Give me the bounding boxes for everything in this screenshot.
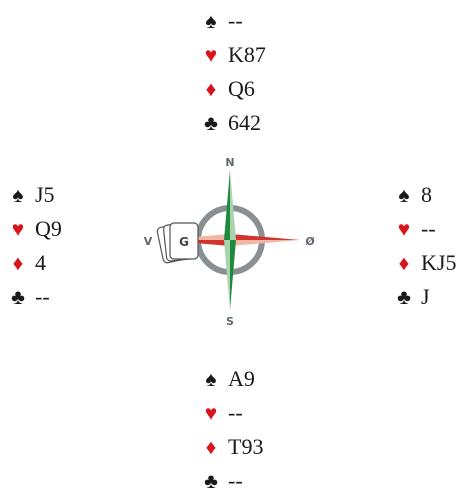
east-clubs-row: ♣ J [393,280,456,314]
west-spades-cards: J5 [35,182,55,207]
north-spades-row: ♠ -- [200,4,266,38]
north-hand: ♠ -- ♥ K87 ♦ Q6 ♣ 642 [200,4,266,140]
south-clubs-row: ♣ -- [200,464,263,498]
dealer-card-letter: G [179,235,189,249]
north-hearts-row: ♥ K87 [200,38,266,72]
north-south-needle [224,170,236,310]
diamond-icon: ♦ [205,434,217,459]
north-clubs-cards: 642 [228,110,261,135]
south-spades-row: ♠ A9 [200,362,263,396]
west-diamonds-row: ♦ 4 [7,246,62,280]
club-icon: ♣ [11,284,25,309]
diamond-icon: ♦ [205,76,217,101]
west-hearts-row: ♥ Q9 [7,212,62,246]
compass-graphic: G N S V Ø [144,156,316,328]
south-diamonds-cards: T93 [228,434,264,459]
dealer-card-stack: G [156,222,199,264]
spade-icon: ♠ [12,182,24,207]
north-hearts-cards: K87 [228,42,266,67]
west-clubs-row: ♣ -- [7,280,62,314]
east-clubs-cards: J [421,284,430,309]
club-icon: ♣ [204,468,218,493]
east-spades-row: ♠ 8 [393,178,456,212]
north-diamonds-cards: Q6 [228,76,255,101]
north-diamonds-row: ♦ Q6 [200,72,266,106]
east-hand: ♠ 8 ♥ -- ♦ KJ5 ♣ J [393,178,456,314]
west-clubs-cards: -- [35,284,50,309]
south-hearts-cards: -- [228,400,243,425]
heart-icon: ♥ [11,216,25,241]
north-clubs-row: ♣ 642 [200,106,266,140]
south-diamonds-row: ♦ T93 [200,430,264,464]
spade-icon: ♠ [205,8,217,33]
east-diamonds-row: ♦ KJ5 [393,246,457,280]
east-hearts-cards: -- [421,216,436,241]
west-diamonds-cards: 4 [35,250,46,275]
club-icon: ♣ [397,284,411,309]
spade-icon: ♠ [398,182,410,207]
south-clubs-cards: -- [228,468,243,493]
club-icon: ♣ [204,110,218,135]
spade-icon: ♠ [205,366,217,391]
heart-icon: ♥ [204,400,218,425]
west-hearts-cards: Q9 [35,216,62,241]
diamond-icon: ♦ [398,250,410,275]
east-label: Ø [305,235,315,248]
south-hand: ♠ A9 ♥ -- ♦ T93 ♣ -- [200,362,263,498]
heart-icon: ♥ [204,42,218,67]
compass-rose: G N S V Ø [130,150,330,330]
west-label: V [144,235,153,248]
east-spades-cards: 8 [421,182,432,207]
south-spades-cards: A9 [228,366,255,391]
north-label: N [225,156,234,169]
south-hearts-row: ♥ -- [200,396,263,430]
west-hand: ♠ J5 ♥ Q9 ♦ 4 ♣ -- [7,178,62,314]
south-label: S [226,315,234,328]
diamond-icon: ♦ [12,250,24,275]
north-spades-cards: -- [228,8,243,33]
heart-icon: ♥ [397,216,411,241]
east-hearts-row: ♥ -- [393,212,456,246]
east-diamonds-cards: KJ5 [421,250,457,275]
west-spades-row: ♠ J5 [7,178,62,212]
